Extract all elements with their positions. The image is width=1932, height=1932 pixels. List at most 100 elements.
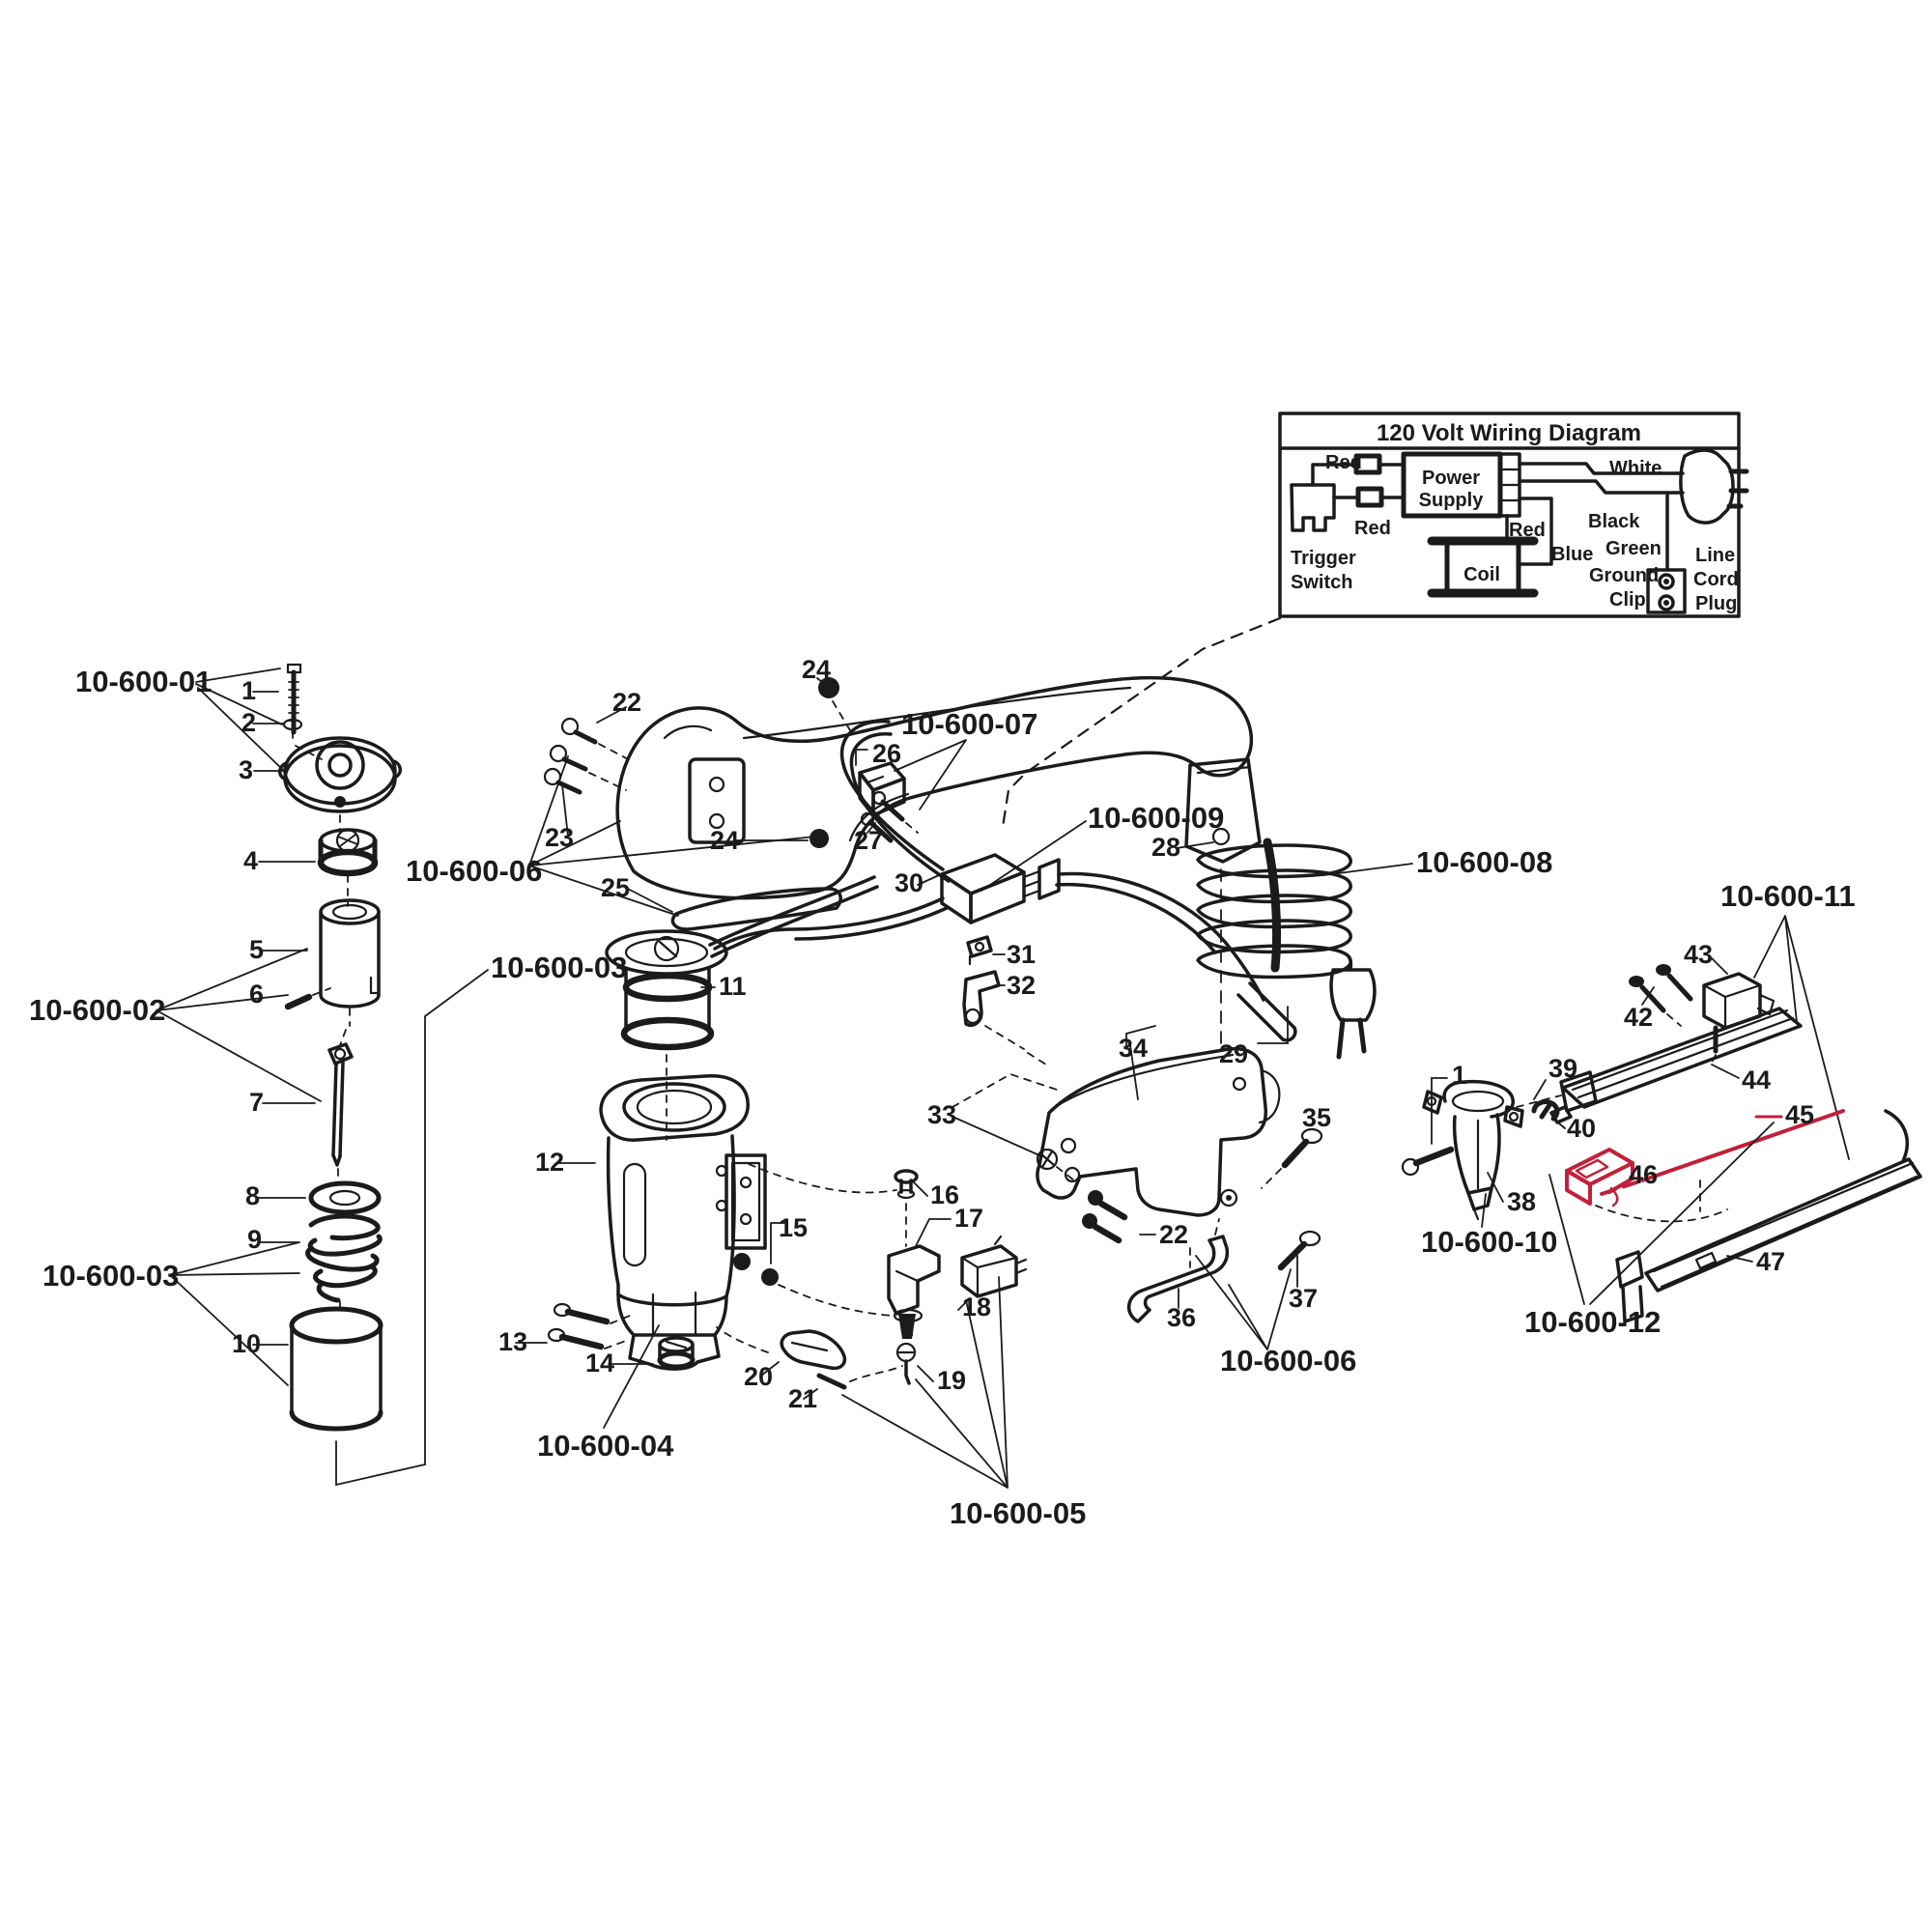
microswitch-18-art [960, 1235, 1028, 1298]
piston-cylinder-10-art [289, 1306, 384, 1432]
rod-36-art [1127, 1218, 1230, 1323]
wire-label-trigger-2: Switch [1291, 572, 1352, 593]
part-17: 17 [954, 1204, 983, 1233]
part-9: 9 [247, 1225, 262, 1254]
ground-clip-icon [1646, 568, 1687, 614]
wire-label-red-mid: Red [1354, 518, 1391, 539]
clip-31-art [966, 935, 1006, 966]
part-44: 44 [1742, 1065, 1771, 1094]
clip-32-art [962, 970, 1050, 1067]
part-36: 36 [1167, 1303, 1196, 1332]
inset-leader-line [1001, 616, 1282, 829]
grommet-4-art [317, 828, 379, 907]
link-39-40-art [1516, 1079, 1573, 1129]
part-21: 21 [788, 1384, 817, 1413]
part-43: 43 [1684, 940, 1713, 969]
screws-13-art [547, 1302, 631, 1350]
grip-insert-25-art [670, 887, 842, 931]
power-supply-icon [1401, 451, 1521, 519]
part-13: 13 [498, 1327, 527, 1356]
leaders-10-600-12 [1548, 1122, 1775, 1305]
coil-icon [1427, 536, 1539, 598]
group-10-600-06-left: 10-600-06 [406, 854, 542, 888]
cap-assembly-3-art [278, 736, 402, 834]
pin-6-art [284, 987, 331, 1010]
part-4: 4 [243, 846, 258, 875]
part-28: 28 [1151, 833, 1180, 862]
group-10-600-10: 10-600-10 [1421, 1225, 1557, 1259]
group-10-600-03-left: 10-600-03 [43, 1259, 179, 1293]
switch-leaders [855, 739, 967, 834]
wiring-title: 120 Volt Wiring Diagram [1377, 420, 1641, 446]
part-18: 18 [962, 1293, 991, 1321]
wire-label-white: White [1609, 458, 1662, 479]
line-cord-plug-icon [1679, 448, 1749, 525]
part-39: 39 [1548, 1054, 1577, 1083]
group-10-600-03-mid: 10-600-03 [491, 951, 627, 984]
cap-14-art [657, 1336, 696, 1370]
part-8: 8 [245, 1181, 260, 1210]
coiled-cord-28-art [1196, 838, 1353, 980]
part-15: 15 [779, 1213, 808, 1242]
tube-5-art [319, 898, 381, 1046]
part-11: 11 [719, 972, 747, 1001]
part-7: 7 [249, 1088, 264, 1117]
part-6: 6 [249, 980, 264, 1009]
plunger-16-art [748, 1163, 919, 1247]
part-20: 20 [744, 1362, 773, 1391]
wire-harness-art [713, 719, 1265, 1002]
part-22-right: 22 [1159, 1220, 1188, 1249]
screw-37-art [1277, 1230, 1321, 1288]
group-10-600-04: 10-600-04 [537, 1429, 674, 1463]
part-37: 37 [1289, 1284, 1318, 1313]
leaders-10-600-11 [1753, 915, 1850, 1160]
part-29: 29 [1219, 1039, 1248, 1068]
wire-label-clip: Clip [1609, 589, 1646, 611]
part-32: 32 [1007, 971, 1036, 1000]
strain-relief-29-art [1236, 981, 1297, 1044]
part-27: 27 [854, 826, 883, 855]
screws-27-art [860, 790, 919, 843]
group-10-600-02: 10-600-02 [29, 993, 165, 1027]
cap-nut-24-top-art [818, 677, 851, 731]
cap-nut-24-mid-art [735, 829, 829, 848]
pin-21-art [816, 1365, 903, 1390]
part-47: 47 [1756, 1247, 1785, 1276]
part-10: 10 [232, 1329, 261, 1358]
group-10-600-09: 10-600-09 [1088, 801, 1224, 835]
wire-label-green: Green [1605, 538, 1662, 559]
part-24-mid: 24 [710, 826, 739, 855]
part-35: 35 [1302, 1103, 1331, 1132]
part-5: 5 [249, 935, 264, 964]
part-22-handle: 22 [612, 688, 641, 717]
part-31: 31 [1007, 940, 1036, 969]
part-40: 40 [1567, 1114, 1596, 1143]
right-0606-leaders [1195, 1255, 1292, 1350]
rail-44-art [1559, 1007, 1803, 1113]
wire-label-line: Line [1695, 545, 1735, 566]
group-10-600-06-right: 10-600-06 [1220, 1344, 1356, 1378]
wire-label-cord: Cord [1693, 569, 1739, 590]
wire-label-coil: Coil [1463, 564, 1500, 585]
handle-leaders [528, 677, 828, 917]
wire-label-blue: Blue [1551, 544, 1593, 565]
screws-22-right-art [1082, 1190, 1191, 1268]
part-45: 45 [1785, 1100, 1814, 1129]
part-38: 38 [1507, 1187, 1536, 1216]
cap-screw-1-art [286, 663, 302, 735]
screw-33-art [950, 1073, 1075, 1181]
part-3: 3 [239, 755, 253, 784]
spring-9-art [305, 1213, 383, 1313]
motor-housing-12-art [599, 1074, 767, 1371]
group-10-600-01: 10-600-01 [75, 665, 212, 698]
part-1-right: 1 [1452, 1061, 1466, 1090]
part-numbers-layer: 1234567891011121314151617181920212223242… [232, 655, 1814, 1413]
part-42: 42 [1624, 1003, 1653, 1032]
trigger-switch-icon [1290, 483, 1336, 532]
bracket-43-art [1702, 957, 1776, 1067]
housing-leaders [515, 1162, 818, 1429]
trigger-leaders [841, 1181, 1009, 1489]
part-23: 23 [545, 823, 574, 852]
